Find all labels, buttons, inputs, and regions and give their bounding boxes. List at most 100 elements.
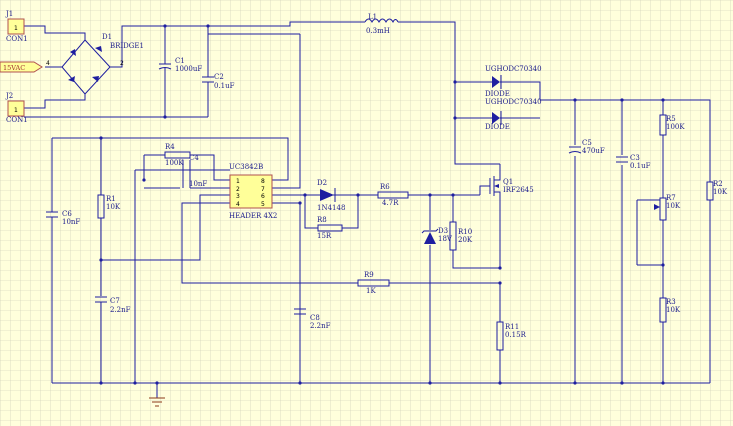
j1-pin: 1: [14, 25, 18, 32]
c7-value: 2.2nF: [110, 306, 131, 314]
d2-value: 1N4148: [317, 204, 345, 212]
r4-value: 100K: [165, 159, 184, 167]
resistor-r5[interactable]: R5 100K: [659, 114, 685, 136]
resistor-r1[interactable]: R1 10K: [97, 194, 121, 219]
capacitor-c6[interactable]: C6 10nF: [46, 210, 80, 226]
c1-ref: C1: [175, 57, 185, 65]
c5-ref: C5: [582, 139, 592, 147]
ic-pin-7: 7: [261, 186, 265, 193]
r4-ref: R4: [165, 143, 175, 151]
j1-value: CON1: [6, 35, 28, 43]
j2-value: CON1: [6, 116, 28, 124]
diode-d2[interactable]: D2 1N4148: [317, 179, 345, 212]
diode-u2[interactable]: UGHODC70340 DIODE: [485, 98, 542, 131]
d3-triangle: [424, 232, 436, 244]
r3-ref: R3: [666, 298, 676, 306]
capacitor-c2[interactable]: C2 0.1uF: [202, 73, 235, 90]
c5-plates: [568, 146, 582, 154]
capacitor-c4[interactable]: C4 10nF: [182, 154, 207, 188]
bridge-pin-2: 2: [120, 60, 124, 67]
c2-value: 0.1uF: [214, 82, 235, 90]
resistor-r11[interactable]: R11 0.15R: [496, 321, 527, 351]
r3-value: 10K: [666, 306, 681, 314]
ic-pin-6: 6: [261, 193, 265, 200]
c8-value: 2.2nF: [310, 322, 331, 330]
resistor-r6[interactable]: R6 4.7R: [377, 183, 409, 207]
d3-value: 18V: [438, 235, 453, 243]
j2-ref: J2: [5, 92, 13, 100]
capacitor-c5[interactable]: C5 470uF: [568, 139, 605, 155]
r10-body: [449, 221, 457, 251]
r1-value: 10K: [106, 203, 121, 211]
r3-body: [659, 297, 667, 323]
ic-pin-8: 8: [261, 178, 265, 185]
connector-j1[interactable]: J1 1 CON1: [5, 10, 28, 43]
resistor-r7[interactable]: R7 10K: [654, 194, 681, 221]
r10-ref: R10: [458, 228, 472, 236]
c6-ref: C6: [62, 210, 72, 218]
r8-ref: R8: [317, 216, 327, 224]
ic-pin-5: 5: [261, 201, 265, 208]
r11-ref: R11: [505, 323, 519, 331]
bridge-value: BRIDGE1: [110, 42, 144, 50]
u1-value: DIODE: [485, 90, 510, 98]
c6-value: 10nF: [62, 218, 80, 226]
ic-pin-1: 1: [236, 178, 240, 185]
resistor-r8[interactable]: R8 15R: [317, 216, 343, 240]
r9-value: 1K: [366, 287, 376, 295]
ic-pin-2: 2: [236, 186, 240, 193]
bridge-ref: D1: [102, 33, 112, 41]
l1-coil: [364, 18, 399, 24]
j1-ref: J1: [5, 10, 13, 18]
resistor-r10[interactable]: R10 20K: [449, 221, 473, 251]
capacitor-c7[interactable]: C7 2.2nF: [95, 296, 131, 314]
d3-ref: D3: [438, 227, 448, 235]
r7-ref: R7: [666, 194, 676, 202]
r11-value: 0.15R: [505, 331, 527, 339]
q1-value: IRF2645: [503, 186, 534, 194]
r5-body: [659, 114, 667, 136]
diode-u1[interactable]: UGHODC70340 DIODE: [485, 65, 542, 98]
c3-value: 0.1uF: [630, 162, 651, 170]
ic-ref: UC3842B: [229, 163, 263, 171]
q1-channel: [494, 175, 501, 200]
q1-ref: Q1: [503, 178, 513, 186]
resistor-r9[interactable]: R9 1K: [357, 271, 390, 295]
junctions: [99, 24, 665, 385]
r8-value: 15R: [317, 232, 332, 240]
bridge-diodes: [68, 46, 102, 82]
u2-triangle: [492, 112, 500, 124]
source-15vac[interactable]: 15VAC: [0, 61, 43, 73]
zener-d3[interactable]: D3 18V: [421, 227, 453, 244]
r5-value: 100K: [666, 123, 685, 131]
bridge-rectifier[interactable]: D1 BRIDGE1 4 2: [46, 33, 144, 95]
c3-plates: [616, 156, 628, 163]
r6-ref: R6: [380, 183, 390, 191]
mosfet-q1[interactable]: Q1 IRF2645: [489, 175, 534, 200]
c4-value: 10nF: [189, 180, 207, 188]
capacitor-c8[interactable]: C8 2.2nF: [294, 308, 331, 330]
ic-value: HEADER 4X2: [229, 212, 277, 220]
r5-ref: R5: [666, 115, 676, 123]
ic-uc3842b[interactable]: UC3842B 1 2 3 4 8 7 6 5 HEADER 4X2: [229, 163, 277, 220]
l1-value: 0.3mH: [366, 27, 390, 35]
j2-body: [7, 100, 25, 117]
capacitor-c1[interactable]: C1 1000uF: [158, 57, 202, 73]
resistor-r4[interactable]: R4 100K: [164, 143, 191, 167]
bridge-pin-4: 4: [46, 60, 50, 67]
resistor-r2[interactable]: R2 10K: [706, 180, 728, 201]
ground-icon: [149, 397, 165, 407]
r1-body: [97, 194, 105, 219]
r8-body: [317, 224, 343, 232]
u2-value: DIODE: [485, 123, 510, 131]
r4-body: [164, 151, 191, 159]
resistor-r3[interactable]: R3 10K: [659, 297, 681, 323]
connector-j2[interactable]: J2 1 CON1: [5, 92, 28, 124]
inductor-l1[interactable]: L1 0.3mH: [364, 13, 399, 35]
capacitor-c3[interactable]: C3 0.1uF: [616, 154, 651, 170]
d3-bar: [421, 228, 439, 234]
wires: [23, 21, 711, 398]
r6-body: [377, 191, 409, 199]
